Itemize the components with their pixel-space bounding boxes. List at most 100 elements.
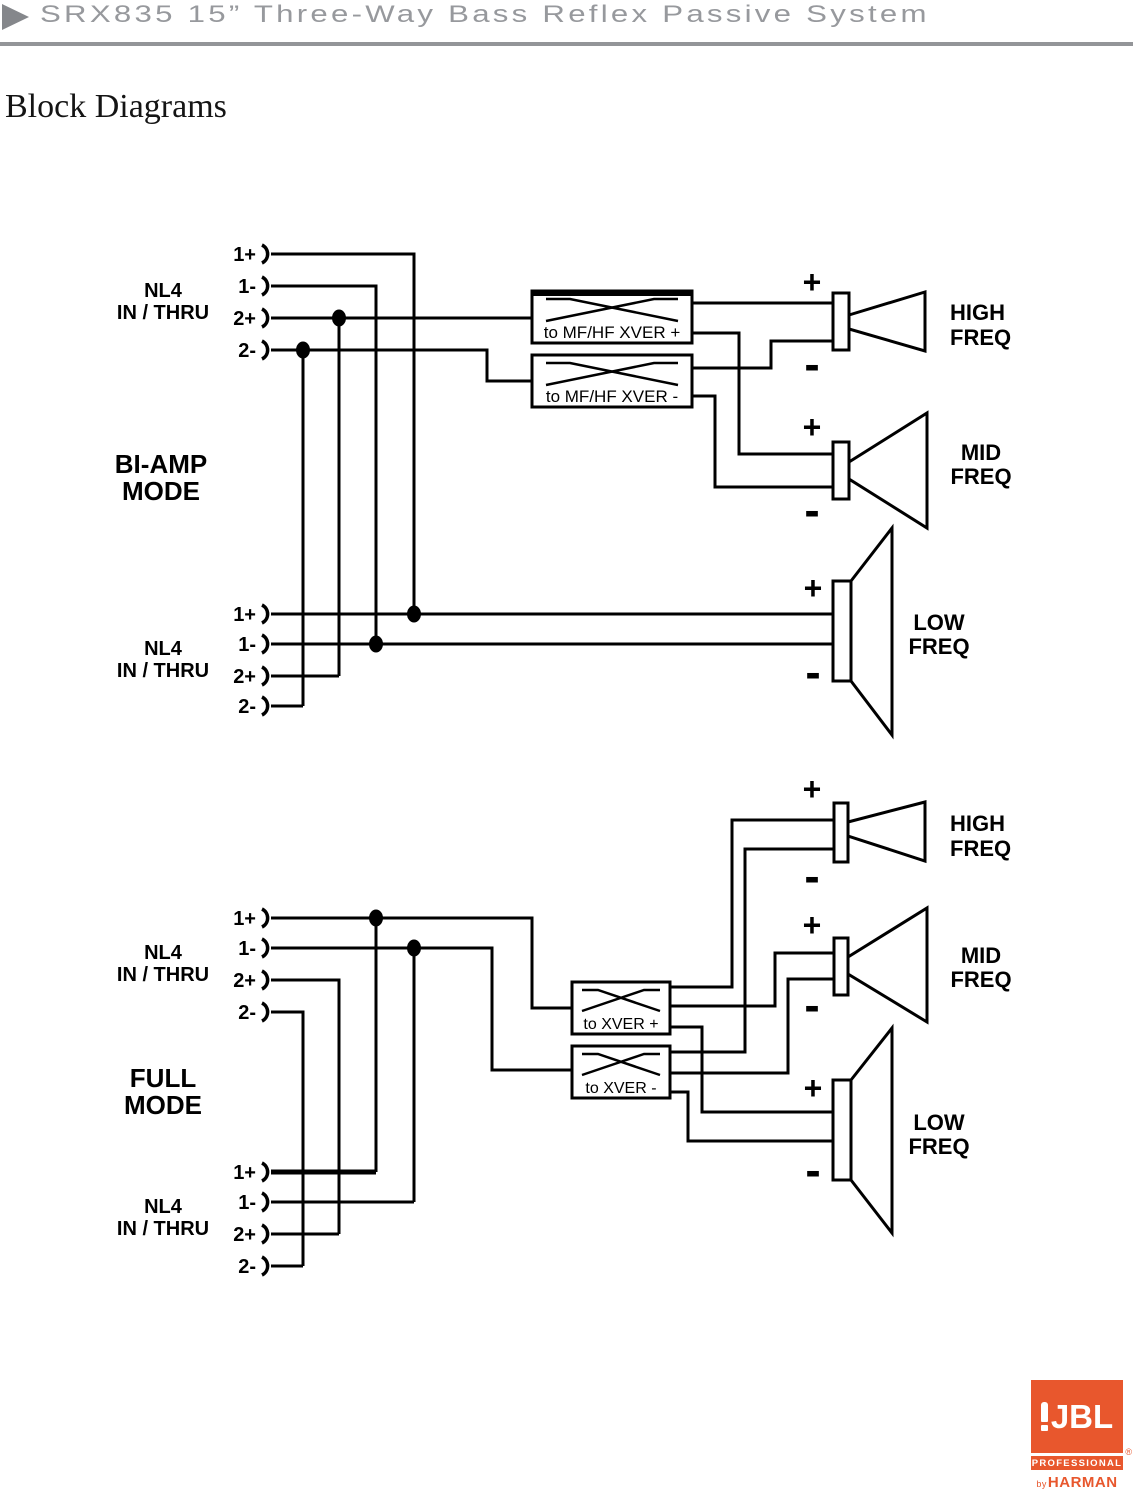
crossover-box-mfhf-plus: to MF/HF XVER +	[530, 289, 694, 345]
connector-contact-icon	[261, 307, 270, 329]
mid-freq-speaker-icon	[831, 410, 929, 531]
low-freq-speaker-icon	[831, 523, 894, 740]
jbl-wordmark: JBL	[1040, 1398, 1113, 1436]
polarity-plus: +	[803, 771, 822, 807]
biamp-diagram: 1+ 1- 2+ 2- NL4 IN / THRU 1+ 1- 2+ 2- NL…	[115, 243, 1012, 740]
junction-dot	[369, 909, 383, 927]
speaker-label: FREQ	[950, 464, 1011, 489]
wire	[271, 348, 532, 383]
pin-label: 1-	[238, 276, 256, 298]
junction-dot	[407, 939, 421, 957]
by-harman-label: byHARMAN	[1031, 1474, 1123, 1491]
mode-label: BI-AMP	[115, 449, 207, 479]
polarity-minus: -	[804, 979, 819, 1031]
jbl-logo: JBL ® PROFESSIONAL byHARMAN	[1031, 1380, 1132, 1491]
polarity-minus: -	[804, 484, 819, 536]
professional-banner: PROFESSIONAL	[1031, 1456, 1123, 1470]
header-divider	[0, 42, 1133, 46]
pin-label: 1-	[238, 938, 256, 960]
speaker-label: FREQ	[950, 836, 1011, 861]
speaker-label: FREQ	[908, 634, 969, 659]
crossover-curve-icon	[545, 361, 678, 387]
pin-label: 2+	[233, 1224, 256, 1246]
speaker-label: MID	[961, 943, 1001, 968]
speaker-label: MID	[961, 440, 1001, 465]
pin-label: 2-	[238, 340, 256, 362]
crossover-curve-icon	[582, 988, 661, 1013]
crossover-label: to MF/HF XVER -	[546, 387, 678, 406]
wire	[271, 1010, 305, 1266]
mode-label: MODE	[122, 476, 200, 506]
crossover-label: to XVER -	[585, 1080, 656, 1097]
connector-name: IN / THRU	[117, 1218, 209, 1240]
crossover-curve-icon	[545, 297, 678, 323]
polarity-plus: +	[804, 1070, 823, 1106]
connector-contact-icon	[261, 275, 270, 297]
nl4-connector-full-top: 1+ 1- 2+ 2- NL4 IN / THRU	[117, 907, 270, 1024]
jbl-exclamation-icon	[1040, 1402, 1048, 1431]
crossover-box-full-plus: to XVER +	[570, 980, 672, 1036]
biamp-wires	[271, 252, 833, 708]
connector-name: IN / THRU	[117, 302, 209, 324]
wire	[692, 331, 833, 456]
speaker-label: FREQ	[950, 967, 1011, 992]
wire	[670, 818, 834, 989]
connector-name: NL4	[144, 1196, 183, 1218]
nl4-connector-biamp-bottom: 1+ 1- 2+ 2- NL4 IN / THRU	[117, 603, 270, 718]
cone-shape	[849, 523, 894, 740]
polarity-minus: -	[804, 338, 819, 390]
pin-label: 2+	[233, 308, 256, 330]
driver-shape	[832, 936, 850, 997]
nl4-connector-biamp-top: 1+ 1- 2+ 2- NL4 IN / THRU	[117, 243, 270, 362]
connector-contact-icon	[261, 603, 270, 625]
crossover-curve-icon	[582, 1052, 661, 1077]
connector-name: IN / THRU	[117, 660, 209, 682]
driver-shape	[831, 579, 853, 683]
pin-label: 1-	[238, 1192, 256, 1214]
connector-contact-icon	[261, 969, 270, 991]
nl4-connector-full-bottom: 1+ 1- 2+ 2- NL4 IN / THRU	[117, 1161, 270, 1278]
junction-dot	[369, 635, 383, 653]
low-freq-speaker-icon	[831, 1023, 894, 1238]
crossover-curve-icon	[546, 297, 679, 323]
driver-shape	[832, 801, 850, 864]
pin-label: 1+	[233, 604, 256, 626]
connector-contact-icon	[261, 665, 270, 687]
wire	[692, 339, 833, 370]
header-product-title: SRX835 15” Three-Way Bass Reflex Passive…	[40, 1, 930, 28]
cone-shape	[849, 1023, 894, 1238]
polarity-minus: -	[805, 1144, 820, 1196]
high-freq-speaker-icon	[831, 289, 927, 353]
connector-contact-icon	[261, 243, 270, 265]
speaker-label: HIGH	[950, 300, 1005, 325]
speaker-label: FREQ	[950, 325, 1011, 350]
horn-shape	[847, 410, 929, 531]
connector-contact-icon	[261, 695, 270, 717]
pin-label: 2+	[233, 666, 256, 688]
crossover-curve-icon	[546, 361, 679, 387]
page-title: Block Diagrams	[5, 88, 227, 125]
horn-shape	[846, 905, 929, 1025]
crossover-curve-icon	[581, 1052, 660, 1077]
mode-label: FULL	[130, 1063, 197, 1093]
registered-mark: ®	[1125, 1447, 1132, 1457]
speaker-label: FREQ	[908, 1134, 969, 1159]
connector-contact-icon	[261, 1255, 270, 1277]
connector-name: IN / THRU	[117, 964, 209, 986]
pin-label: 2-	[238, 1002, 256, 1024]
mid-freq-speaker-icon	[832, 905, 929, 1025]
pin-label: 1-	[238, 634, 256, 656]
wire	[670, 1025, 833, 1114]
connector-name: NL4	[144, 942, 183, 964]
wire	[271, 284, 378, 644]
wire	[271, 978, 341, 1234]
horn-shape	[847, 289, 927, 353]
connector-contact-icon	[261, 633, 270, 655]
pin-label: 1+	[233, 244, 256, 266]
driver-shape	[831, 291, 851, 352]
driver-shape	[831, 440, 851, 501]
connector-contact-icon	[261, 1223, 270, 1245]
full-wires	[271, 818, 834, 1268]
